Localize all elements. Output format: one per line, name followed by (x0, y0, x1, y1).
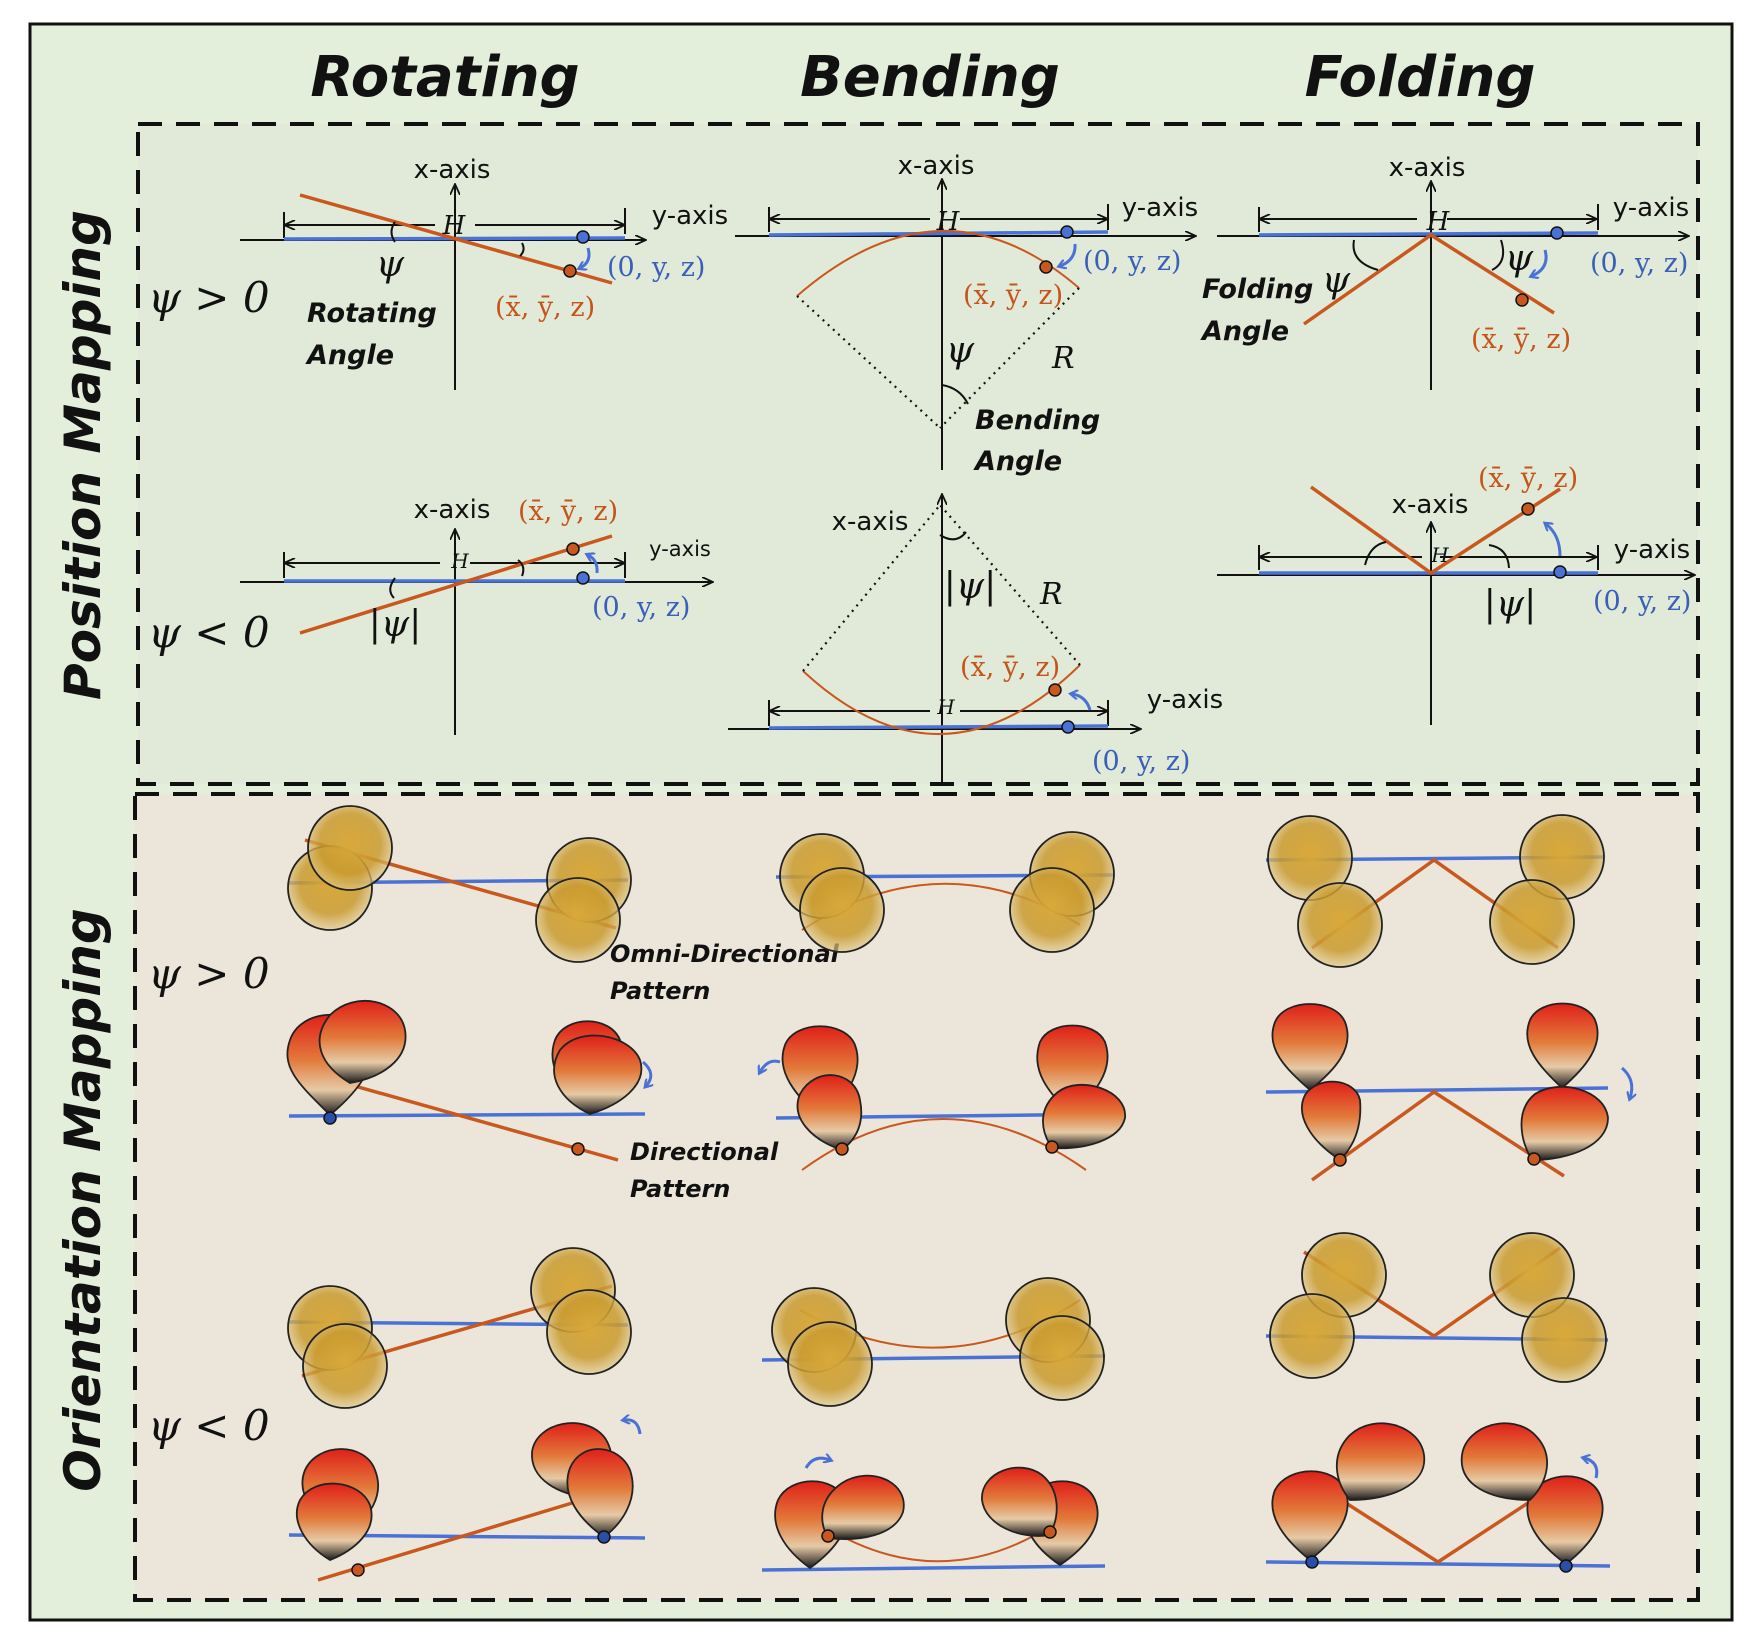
bending-neg-directional-patterns (761, 1458, 1106, 1572)
rotating-neg-H: H (450, 549, 469, 573)
folding-pos-x-axis: x-axis (1389, 153, 1466, 183)
folding-neg-original-point: (0, y, z) (1593, 586, 1691, 617)
folding-pos-omni-patterns (1265, 814, 1605, 968)
bending-neg-mapped-point: (x̄, ȳ, z) (960, 652, 1060, 683)
omni-pattern-label-line2: Pattern (610, 977, 710, 1005)
folding-pos-directional-patterns (1265, 1002, 1632, 1182)
bending-pos-H: H (936, 207, 961, 237)
rotating-angle-label-line2: Angle (305, 340, 394, 371)
rotating-angle-label-line1: Rotating (307, 298, 437, 329)
bending-pos-y-axis: y-axis (1122, 193, 1198, 223)
folding-angle-label-line2: Angle (1200, 316, 1289, 347)
directional-pattern-label-line1: Directional (630, 1138, 779, 1166)
bending-neg-x-axis: x-axis (832, 507, 909, 537)
folding-pos-mapped-point: (x̄, ȳ, z) (1471, 324, 1571, 355)
condition-neg-orientation: ψ < 0 (148, 1401, 270, 1450)
section-label-position: Position Mapping (54, 210, 112, 700)
bending-pos-diagram: H x-axis y-axis ψ R (0, y, z) (x̄, ȳ, z)… (735, 151, 1198, 477)
folding-neg-omni-patterns (1265, 1232, 1609, 1383)
folding-neg-y-axis: y-axis (1614, 535, 1690, 565)
rotating-pos-x-axis: x-axis (414, 155, 491, 185)
bending-angle-label-line2: Angle (973, 446, 1062, 477)
bending-neg-y-axis: y-axis (1147, 685, 1223, 715)
bending-neg-diagram: H x-axis y-axis |ψ| R (0, y, z) (x̄, ȳ, … (728, 495, 1223, 785)
rotating-pos-diagram: H x-axis y-axis ψ (0, y, z) (x̄, ȳ, z) R… (240, 155, 728, 390)
column-title-folding: Folding (1305, 45, 1536, 110)
rotating-neg-y-axis: y-axis (649, 537, 711, 561)
rotating-pos-directional-patterns (286, 999, 650, 1162)
condition-pos-position: ψ > 0 (148, 273, 270, 322)
folding-pos-diagram: H x-axis y-axis ψ ψ (0, y, z) (x̄, ȳ, z)… (1200, 153, 1689, 390)
rotating-pos-omni-patterns (287, 805, 632, 963)
bending-neg-original-point: (0, y, z) (1092, 746, 1190, 777)
folding-pos-y-axis: y-axis (1613, 193, 1689, 223)
bending-pos-directional-patterns (760, 1024, 1126, 1171)
folding-pos-original-point: (0, y, z) (1590, 248, 1688, 279)
position-mapping-panel (136, 122, 1700, 786)
folding-neg-abs-psi: |ψ| (1484, 584, 1537, 625)
rotating-neg-directional-patterns (288, 1420, 646, 1582)
bending-neg-abs-psi: |ψ| (944, 566, 997, 607)
folding-neg-x-axis: x-axis (1392, 490, 1469, 520)
folding-neg-mapped-point: (x̄, ȳ, z) (1478, 463, 1578, 494)
bending-pos-original-point: (0, y, z) (1083, 246, 1181, 277)
folding-neg-H: H (1430, 543, 1449, 567)
folding-angle-label-line1: Folding (1202, 274, 1313, 305)
rotating-pos-y-axis: y-axis (652, 201, 728, 231)
rotating-neg-x-axis: x-axis (414, 495, 491, 525)
bending-angle-label-line1: Bending (975, 405, 1100, 436)
rotating-pos-original-point: (0, y, z) (607, 252, 705, 283)
rotating-neg-omni-patterns (287, 1247, 632, 1409)
condition-neg-position: ψ < 0 (148, 608, 270, 657)
bending-pos-omni-patterns (775, 831, 1115, 953)
rotating-pos-mapped-point: (x̄, ȳ, z) (495, 292, 595, 323)
rotating-pos-H: H (442, 211, 467, 241)
section-label-orientation: Orientation Mapping (54, 908, 112, 1491)
omni-pattern-label-line1: Omni-Directional (610, 940, 840, 968)
bending-neg-R: R (1039, 577, 1063, 612)
bending-pos-psi: ψ (946, 330, 975, 371)
folding-pos-H: H (1426, 207, 1451, 237)
condition-pos-orientation: ψ > 0 (148, 949, 270, 998)
rotating-neg-mapped-point: (x̄, ȳ, z) (518, 496, 618, 527)
bending-neg-omni-patterns (761, 1277, 1106, 1407)
rotating-neg-original-point: (0, y, z) (592, 592, 690, 623)
rotating-neg-abs-psi: |ψ| (369, 604, 422, 645)
bending-pos-x-axis: x-axis (898, 151, 975, 181)
column-title-bending: Bending (800, 45, 1060, 110)
bending-pos-R: R (1051, 341, 1075, 376)
folding-pos-psi-right: ψ (1505, 238, 1534, 279)
bending-pos-mapped-point: (x̄, ȳ, z) (963, 280, 1063, 311)
rotating-neg-diagram: H x-axis y-axis |ψ| (0, y, z) (x̄, ȳ, z) (240, 495, 712, 735)
column-title-rotating: Rotating (310, 45, 579, 110)
bending-neg-H: H (936, 695, 955, 719)
directional-pattern-label-line2: Pattern (630, 1175, 730, 1203)
folding-pos-psi-left: ψ (1322, 260, 1351, 301)
folding-neg-directional-patterns (1265, 1422, 1611, 1573)
folding-neg-diagram: H x-axis y-axis |ψ| (0, y, z) (x̄, ȳ, z) (1217, 463, 1694, 725)
rotating-pos-psi: ψ (376, 244, 405, 285)
orientation-mapping-panel (133, 792, 1700, 1602)
